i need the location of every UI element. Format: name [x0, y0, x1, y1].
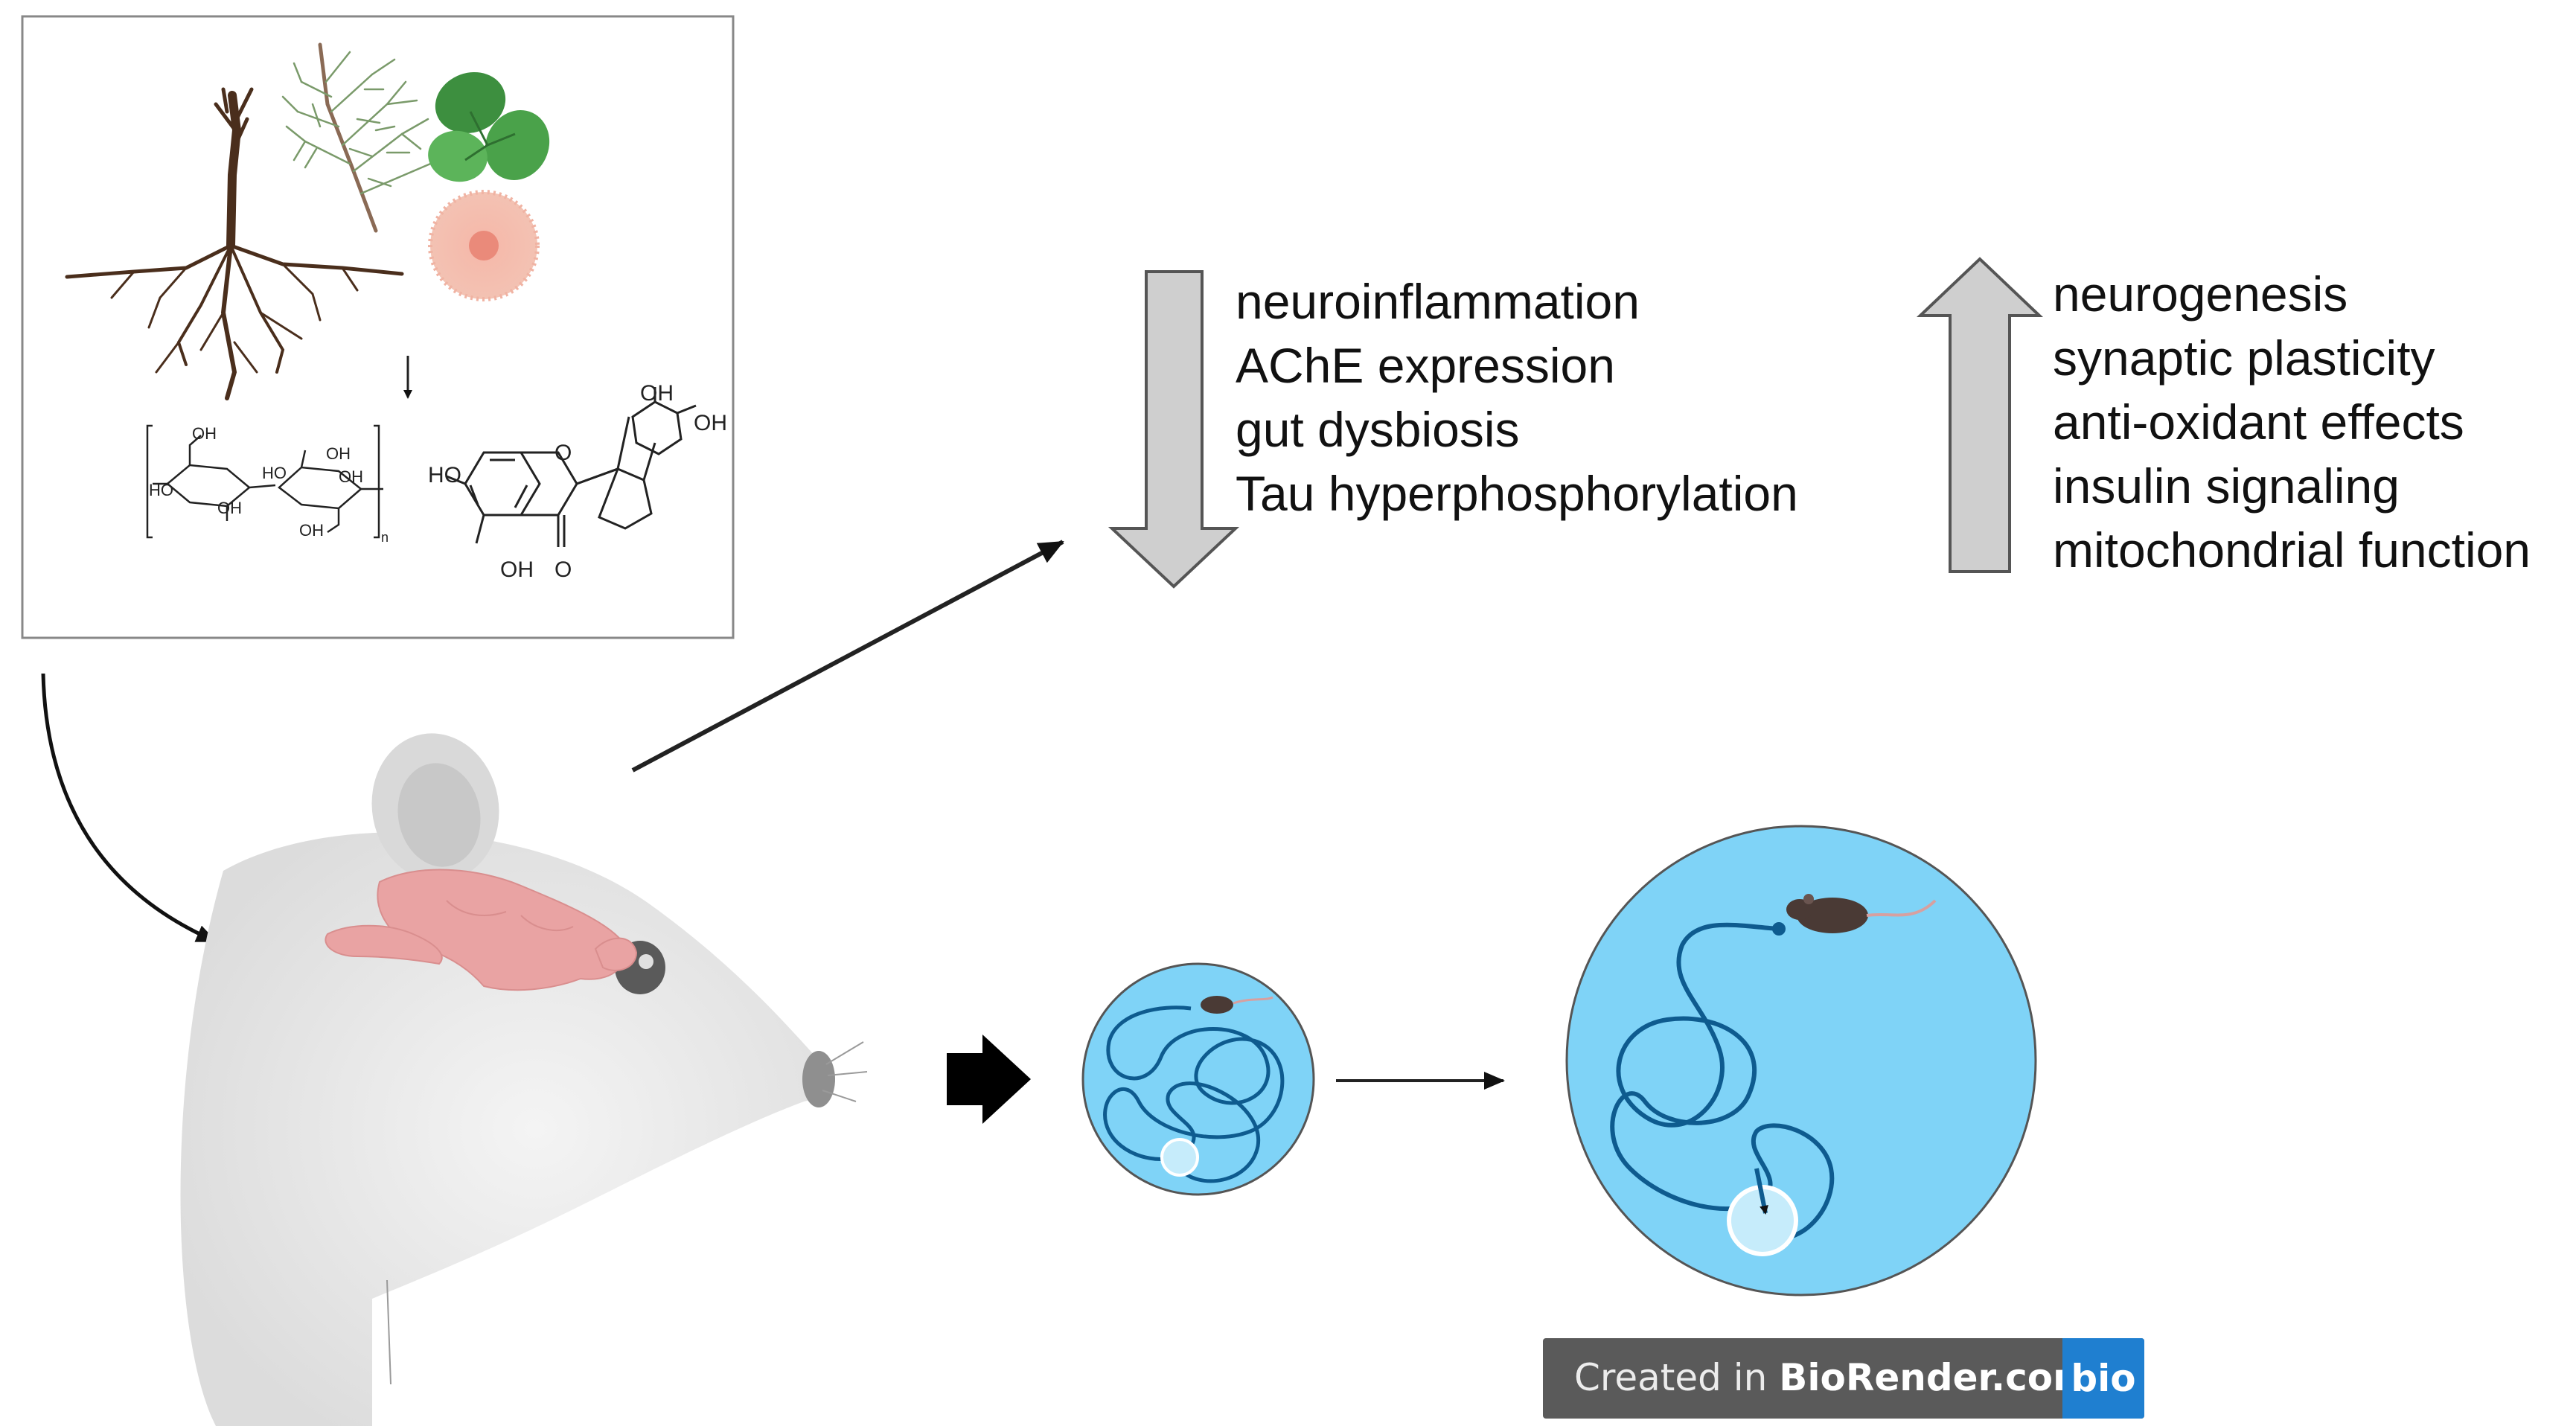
water-maze-small [1081, 962, 1315, 1196]
flavonoid-labels: HO OH OH OH O O [428, 381, 727, 582]
mechanism-arrow [631, 540, 1064, 773]
decreased-effect-item: Tau hyperphosphorylation [1236, 466, 1798, 521]
flavonoid-ho-label: HO [428, 463, 461, 487]
badge-brand: BioRender.com [1779, 1356, 2092, 1399]
polysaccharide-structure [146, 424, 383, 539]
decrease-arrow [1108, 270, 1240, 589]
flavonoid-oh-right-label: OH [694, 411, 727, 435]
oh-label: OH [192, 424, 217, 443]
water-maze-large [1565, 825, 2037, 1296]
ho-label: HO [262, 464, 287, 482]
flavonoid-structure [446, 387, 697, 547]
mouse-icon [1786, 894, 1937, 933]
oh-label: OH [326, 444, 351, 463]
oh-label: OH [217, 499, 242, 517]
water-maze-icon [1081, 962, 1315, 1196]
pine-sprig-icon [281, 42, 441, 233]
decreased-effect-item: neuroinflammation [1236, 274, 1640, 329]
badge-prefix: Created in [1574, 1356, 1780, 1399]
biorender-badge[interactable]: Created in BioRender.com bio [1543, 1338, 2144, 1419]
increased-effect-item: mitochondrial function [2053, 522, 2531, 578]
administration-arrow [41, 673, 217, 944]
increase-arrow [1916, 257, 2044, 573]
mint-leaf-icon [428, 71, 550, 182]
decreased-effect-item: gut dysbiosis [1236, 402, 1520, 457]
water-maze-icon [1565, 825, 2037, 1296]
oh-label: OH [299, 521, 324, 540]
oh-label: OH [339, 467, 363, 486]
block-arrow [947, 1035, 1031, 1124]
increased-effect-item: neurogenesis [2053, 266, 2348, 322]
escape-platform-small [1160, 1138, 1199, 1177]
increased-effect-item: anti-oxidant effects [2053, 394, 2464, 450]
increased-effects-list: neurogenesis synaptic plasticity anti-ox… [2053, 262, 2531, 582]
flavonoid-carbonyl-o-label: O [554, 557, 572, 582]
rat-head-icon [180, 733, 868, 1426]
fungus-spore-icon [428, 190, 540, 301]
flavonoid-oh-top-label: OH [640, 381, 674, 406]
natural-sources-box [21, 15, 735, 639]
badge-text: Created in BioRender.com [1574, 1356, 2091, 1399]
decreased-effect-item: AChE expression [1236, 338, 1615, 393]
mouse-icon [1201, 996, 1233, 1014]
increased-effect-item: insulin signaling [2053, 458, 2400, 514]
flavonoid-oh-bottom-label: OH [500, 557, 534, 582]
increased-effect-item: synaptic plasticity [2053, 330, 2435, 386]
polysaccharide-labels: OH OH HO HO OH OH OH n [149, 424, 389, 545]
plant-root-icon [65, 87, 404, 400]
ho-label: HO [149, 481, 173, 499]
rat-nose [802, 1051, 835, 1107]
brain-icon [325, 869, 638, 991]
flavonoid-ring-o-label: O [554, 441, 572, 465]
polymer-index: n [381, 530, 389, 545]
biorender-logo-icon: bio [2062, 1338, 2144, 1419]
decreased-effects-list: neuroinflammation AChE expression gut dy… [1236, 269, 1798, 525]
